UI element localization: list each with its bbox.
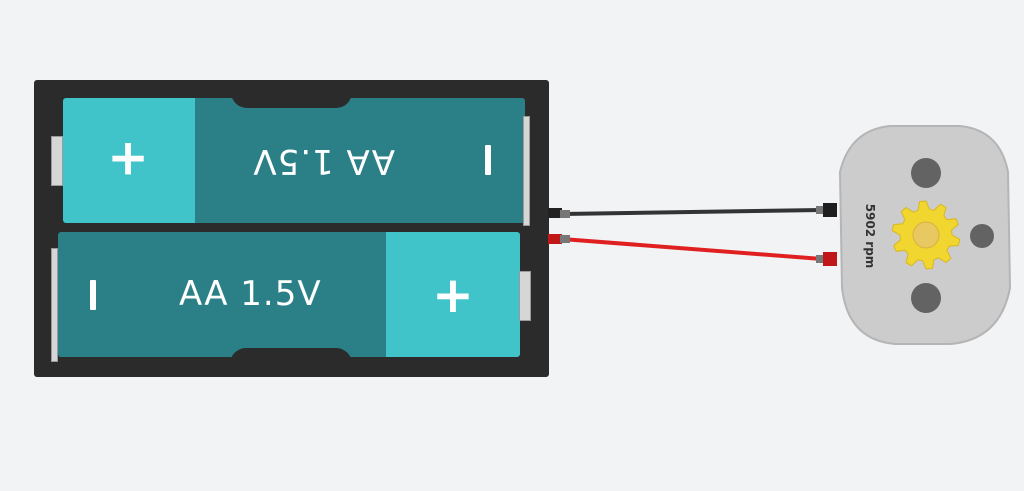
battery-bottom-notch	[230, 348, 352, 368]
motor-mount-hole-top	[911, 158, 941, 188]
battery-bottom[interactable]: AA 1.5V +	[58, 232, 520, 357]
battery-bottom-minus-icon	[90, 280, 96, 310]
contact-bottom-left	[51, 248, 58, 362]
negative-wire-end-connector	[816, 206, 826, 214]
battery-bottom-positive-cap	[386, 232, 520, 357]
holder-negative-terminal[interactable]	[548, 208, 562, 218]
battery-bottom-body	[58, 232, 386, 357]
positive-wire-end-connector	[816, 255, 826, 263]
contact-bottom-right	[519, 271, 531, 321]
battery-holder[interactable]: AA 1.5V + AA 1.5V +	[34, 80, 549, 377]
motor-mount-hole-right	[970, 224, 994, 248]
battery-bottom-label: AA 1.5V	[179, 274, 322, 314]
motor-speed-label: 5902 rpm	[863, 203, 877, 269]
holder-top-notch	[231, 80, 352, 90]
motor-negative-terminal[interactable]	[823, 203, 837, 217]
battery-top-notch	[231, 90, 352, 108]
negative-wire[interactable]	[560, 208, 824, 216]
battery-bottom-plus-icon: +	[432, 266, 474, 324]
motor-positive-terminal[interactable]	[823, 252, 837, 266]
holder-positive-terminal[interactable]	[548, 234, 562, 244]
positive-wire-start-connector	[560, 235, 570, 243]
contact-top-left	[51, 136, 63, 186]
motor-mount-hole-bottom	[911, 283, 941, 313]
motor-shaft	[912, 221, 940, 249]
negative-wire-start-connector	[560, 210, 570, 218]
positive-wire[interactable]	[560, 237, 824, 261]
contact-top-right	[523, 116, 530, 226]
